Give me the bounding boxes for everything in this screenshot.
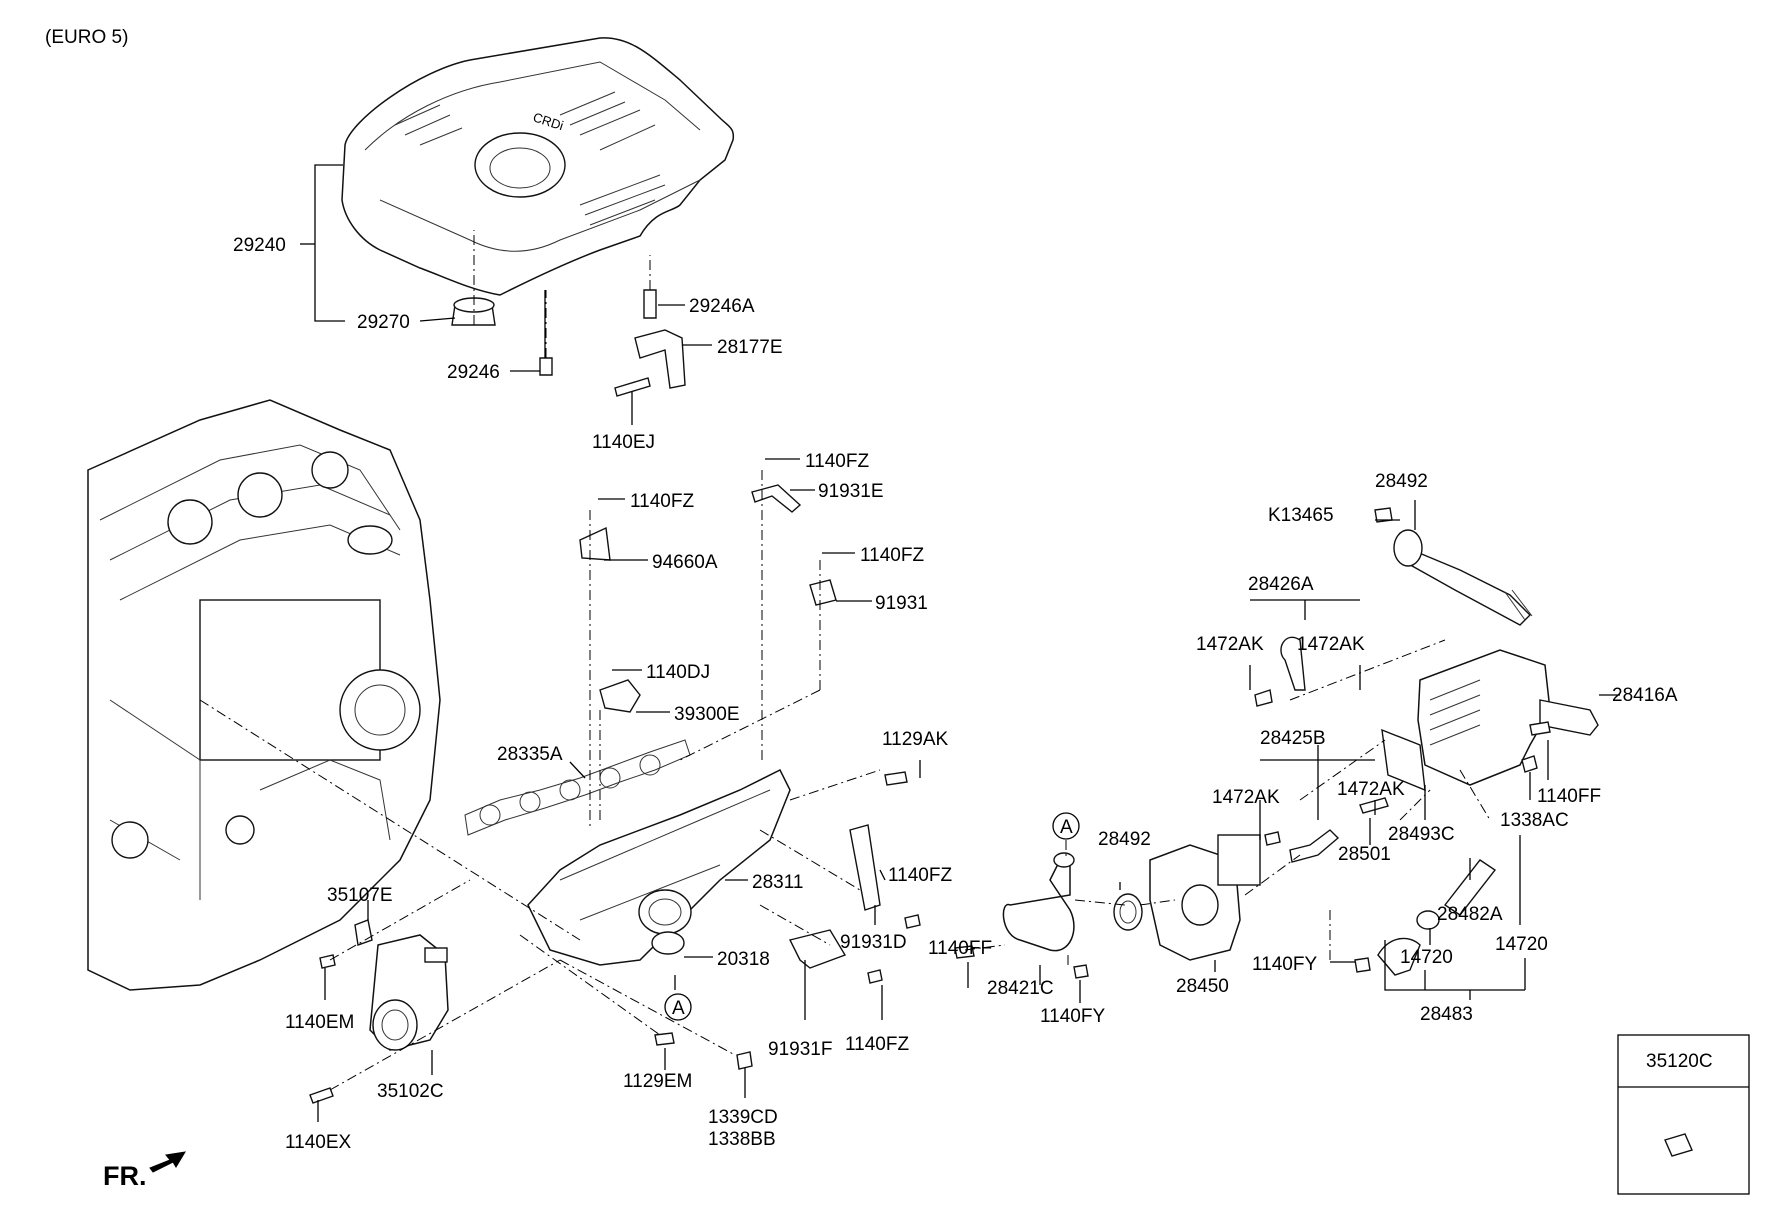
label-39300e: 39300E bbox=[674, 704, 740, 725]
assembly-lines bbox=[199, 230, 1491, 1091]
label-28335a: 28335A bbox=[497, 744, 563, 765]
label-1140ej: 1140EJ bbox=[592, 432, 655, 453]
label-1140fz-d: 1140FZ bbox=[888, 865, 952, 886]
label-28501: 28501 bbox=[1338, 844, 1391, 865]
inset-box-35120c bbox=[1617, 1034, 1750, 1195]
intake-manifold bbox=[464, 739, 791, 966]
label-28177e: 28177E bbox=[717, 337, 783, 358]
label-91931f: 91931F bbox=[768, 1039, 832, 1060]
label-28421c: 28421C bbox=[987, 978, 1054, 999]
label-1140em: 1140EM bbox=[285, 1012, 354, 1033]
label-28426a: 28426A bbox=[1248, 574, 1314, 595]
label-1140fz-a: 1140FZ bbox=[805, 451, 869, 472]
label-91931d: 91931D bbox=[840, 932, 907, 953]
label-1129ak: 1129AK bbox=[882, 729, 949, 750]
label-1472ak-d: 1472AK bbox=[1337, 779, 1405, 800]
label-91931: 91931 bbox=[875, 593, 928, 614]
label-1129em: 1129EM bbox=[623, 1071, 692, 1092]
label-1140ff-b: 1140FF bbox=[1537, 786, 1601, 807]
label-29240: 29240 bbox=[233, 235, 286, 256]
label-1140fz-b: 1140FZ bbox=[630, 491, 694, 512]
label-1140ff-a: 1140FF bbox=[928, 938, 992, 959]
throttle-body bbox=[354, 919, 449, 1051]
front-arrow-icon bbox=[149, 1151, 186, 1173]
label-29270: 29270 bbox=[357, 312, 410, 333]
label-35120c: 35120C bbox=[1646, 1051, 1713, 1072]
label-1338bb: 1338BB bbox=[708, 1129, 776, 1150]
label-1472ak-b: 1472AK bbox=[1297, 634, 1365, 655]
label-1140fy-a: 1140FY bbox=[1040, 1006, 1105, 1027]
engine-block bbox=[87, 399, 441, 991]
label-35102c: 35102C bbox=[377, 1081, 444, 1102]
label-29246: 29246 bbox=[447, 362, 500, 383]
label-1472ak-a: 1472AK bbox=[1196, 634, 1264, 655]
front-direction-label: FR. bbox=[103, 1161, 147, 1191]
label-28425b: 28425B bbox=[1260, 728, 1326, 749]
label-28492-a: 28492 bbox=[1098, 829, 1151, 850]
label-20318: 20318 bbox=[717, 949, 770, 970]
label-1140fz-c: 1140FZ bbox=[860, 545, 924, 566]
label-28483: 28483 bbox=[1420, 1004, 1473, 1025]
label-91931e: 91931E bbox=[818, 481, 884, 502]
label-28311: 28311 bbox=[752, 872, 803, 893]
label-a-2: A bbox=[1060, 817, 1073, 838]
label-1140fz-e: 1140FZ bbox=[845, 1034, 909, 1055]
label-a-1: A bbox=[672, 998, 685, 1019]
label-28482a: 28482A bbox=[1437, 904, 1503, 925]
label-k13465: K13465 bbox=[1268, 505, 1334, 526]
engine-cover: CRDi bbox=[341, 37, 735, 296]
label-14720-a: 14720 bbox=[1400, 947, 1453, 968]
reference-marker-a-1 bbox=[664, 993, 692, 1021]
variant-label: (EURO 5) bbox=[45, 27, 128, 48]
label-28492-b: 28492 bbox=[1375, 471, 1428, 492]
label-1140dj: 1140DJ bbox=[646, 662, 710, 683]
label-28416a: 28416A bbox=[1612, 685, 1678, 706]
labels: (EURO 5) 29240 29270 29246 29246A 28177E… bbox=[45, 27, 1713, 1191]
label-1339cd: 1339CD bbox=[708, 1107, 778, 1128]
reference-marker-a-2 bbox=[1052, 812, 1080, 840]
label-1140fy-b: 1140FY bbox=[1252, 954, 1317, 975]
leader-lines bbox=[300, 164, 1620, 1122]
label-28493c: 28493C bbox=[1388, 824, 1455, 845]
egr-components bbox=[1002, 529, 1599, 976]
label-29246a: 29246A bbox=[689, 296, 755, 317]
label-14720-b: 14720 bbox=[1495, 934, 1548, 955]
label-1472ak-c: 1472AK bbox=[1212, 787, 1280, 808]
label-1338ac: 1338AC bbox=[1500, 810, 1569, 831]
fasteners bbox=[309, 289, 1551, 1104]
label-1140ex: 1140EX bbox=[285, 1132, 352, 1153]
label-35107e: 35107E bbox=[327, 885, 393, 906]
label-28450: 28450 bbox=[1176, 976, 1229, 997]
label-94660a: 94660A bbox=[652, 552, 718, 573]
